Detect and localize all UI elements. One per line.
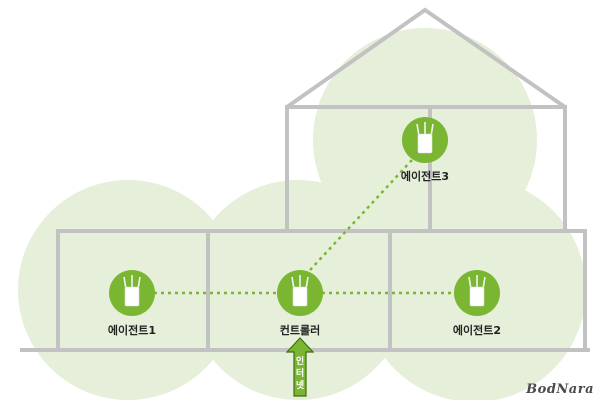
router-body-icon [417,133,433,154]
node-label-agent2: 에이전트2 [452,324,502,337]
house-roof [285,7,567,109]
router-body-icon [292,286,308,307]
node-agent2 [454,270,500,316]
node-agent1 [109,270,155,316]
internet-label-char: 터 [295,369,305,379]
node-label-controller: 컨트롤러 [279,324,321,337]
internet-label-char: 인 [295,357,305,367]
router-body-icon [469,286,485,307]
node-agent3 [402,117,448,163]
node-label-agent3: 에이전트3 [400,170,450,183]
mesh-links [154,159,454,295]
node-label-agent1: 에이전트1 [107,324,157,337]
internet-arrow [285,337,315,397]
internet-arrow-shape [285,337,315,397]
internet-label-char: 넷 [295,381,305,391]
router-nodes [109,117,500,316]
bodnara-logo: BodNara [526,382,594,397]
node-controller [277,270,323,316]
router-body-icon [124,286,140,307]
internet-label: 인 터 넷 [291,356,309,392]
